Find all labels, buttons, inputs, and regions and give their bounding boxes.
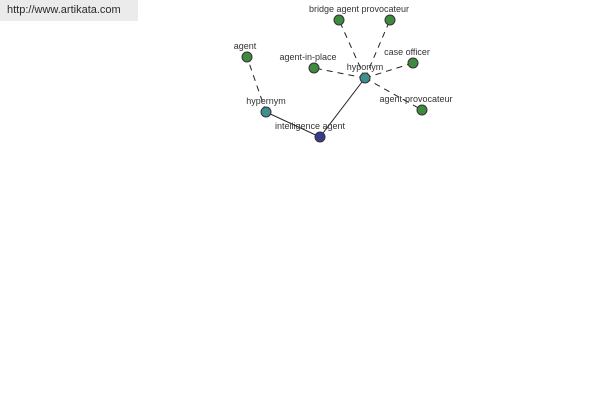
site-link[interactable]: http://www.artikata.com xyxy=(7,4,121,16)
node-bridge-agent-provocateur-a[interactable] xyxy=(333,14,345,26)
node-case-officer[interactable] xyxy=(407,57,419,69)
node-intelligence-agent[interactable] xyxy=(314,131,326,143)
label-intelligence-agent: intelligence agent xyxy=(275,121,346,131)
label-bridge-agent-provocateur: bridge agent provocateur xyxy=(309,4,409,14)
node-bridge-agent-provocateur-b[interactable] xyxy=(384,14,396,26)
nodes-layer xyxy=(241,14,428,143)
edge-hypernym-agent xyxy=(246,56,267,113)
node-agent-in-place[interactable] xyxy=(308,62,320,74)
label-agent: agent xyxy=(234,41,257,51)
edge-hyponym-case-officer xyxy=(364,62,414,79)
label-case-officer: case officer xyxy=(384,47,430,57)
edge-root-hypernym xyxy=(265,111,321,138)
label-hyponym: hyponym xyxy=(347,62,384,72)
label-agent-in-place: agent-in-place xyxy=(279,52,336,62)
node-hypernym[interactable] xyxy=(260,106,272,118)
node-hyponym[interactable] xyxy=(359,72,371,84)
labels-layer: intelligence agent hypernym hyponym agen… xyxy=(234,4,453,131)
node-agent[interactable] xyxy=(241,51,253,63)
edge-hyponym-agent-in-place xyxy=(313,67,366,79)
node-agent-provocateur[interactable] xyxy=(416,104,428,116)
edge-root-hyponym xyxy=(319,77,366,138)
url-banner: http://www.artikata.com xyxy=(0,0,138,21)
label-agent-provocateur: agent-provocateur xyxy=(379,94,452,104)
edges-layer xyxy=(246,19,423,138)
label-hypernym: hypernym xyxy=(246,96,286,106)
